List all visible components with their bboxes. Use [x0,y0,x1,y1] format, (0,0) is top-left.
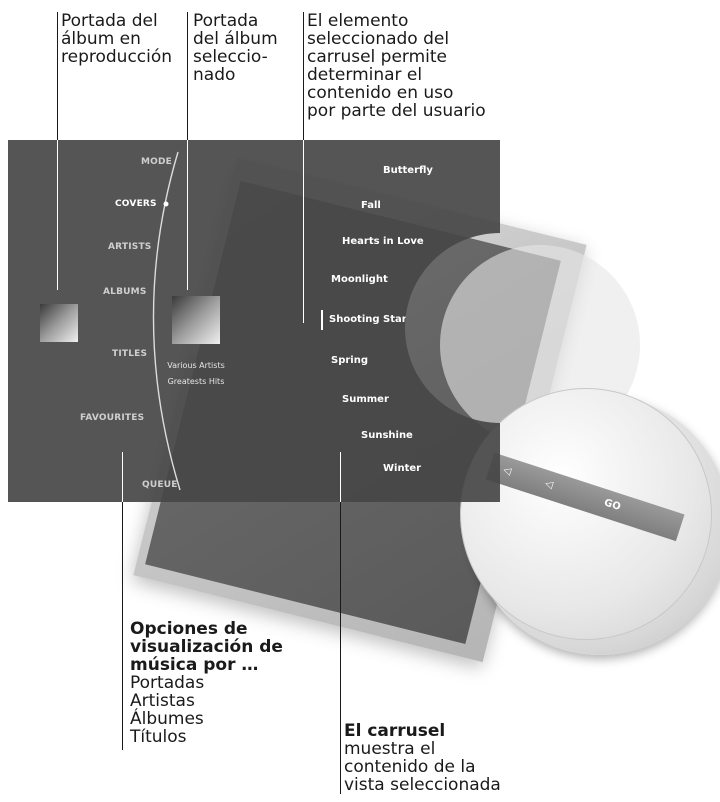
menu-item-albums[interactable]: ALBUMS [103,287,147,297]
menu-item-covers[interactable]: COVERS [115,199,157,209]
leader-line [303,12,304,140]
callout-carousel-item: El elemento seleccionado del carrusel pe… [307,11,486,121]
callout-carousel-title: El carrusel [344,721,446,741]
speaker-icon[interactable]: ◁ [501,464,513,478]
speaker-loud-icon[interactable]: ◁ [543,478,555,492]
carousel-item[interactable]: Butterfly [383,165,433,176]
menu-item-titles[interactable]: TITLES [112,349,148,359]
now-playing-cover [40,304,78,342]
leader-line [340,502,341,794]
callout-now-playing: Portada del álbum en reproducción [61,11,173,67]
menu-item-mode[interactable]: MODE [141,157,173,167]
leader-line [187,140,188,290]
leader-line [340,452,341,502]
callout-view-options-list: Portadas Artistas Álbumes Títulos [130,673,205,747]
carousel-selection-marker [321,310,323,330]
leader-line [122,452,123,502]
leader-line [187,12,188,140]
carousel-item[interactable]: Sunshine [361,430,413,441]
leader-line [57,140,58,290]
selected-album-cover[interactable] [172,296,220,344]
leader-line [303,140,304,323]
callout-selected-album: Portada del álbum seleccio- nado [193,11,278,85]
menu-arc [8,140,500,502]
carousel-item[interactable]: Summer [342,394,389,405]
carousel-item[interactable]: Fall [361,200,381,211]
album-title: Greatests Hits [167,377,225,386]
callout-view-options-title: Opciones de visualización de música por … [130,619,283,675]
menu-item-queue[interactable]: QUEUE [142,480,178,490]
carousel-item-selected[interactable]: Shooting Stars [329,314,413,325]
carousel-item[interactable]: Hearts in Love [342,236,424,247]
carousel-item[interactable]: Winter [383,463,422,474]
go-button[interactable]: GO [602,497,622,514]
leader-line [57,12,58,140]
carousel-item[interactable]: Moonlight [331,274,388,285]
callout-carousel-desc: muestra el contenido de la vista selecci… [344,739,501,795]
carousel-item[interactable]: Spring [331,355,368,366]
menu-selection-dot [164,202,169,207]
leader-line [122,502,123,750]
menu-item-artists[interactable]: ARTISTS [108,242,152,252]
menu-item-favourites[interactable]: FAVOURITES [80,413,145,423]
album-artist: Various Artists [167,361,225,370]
